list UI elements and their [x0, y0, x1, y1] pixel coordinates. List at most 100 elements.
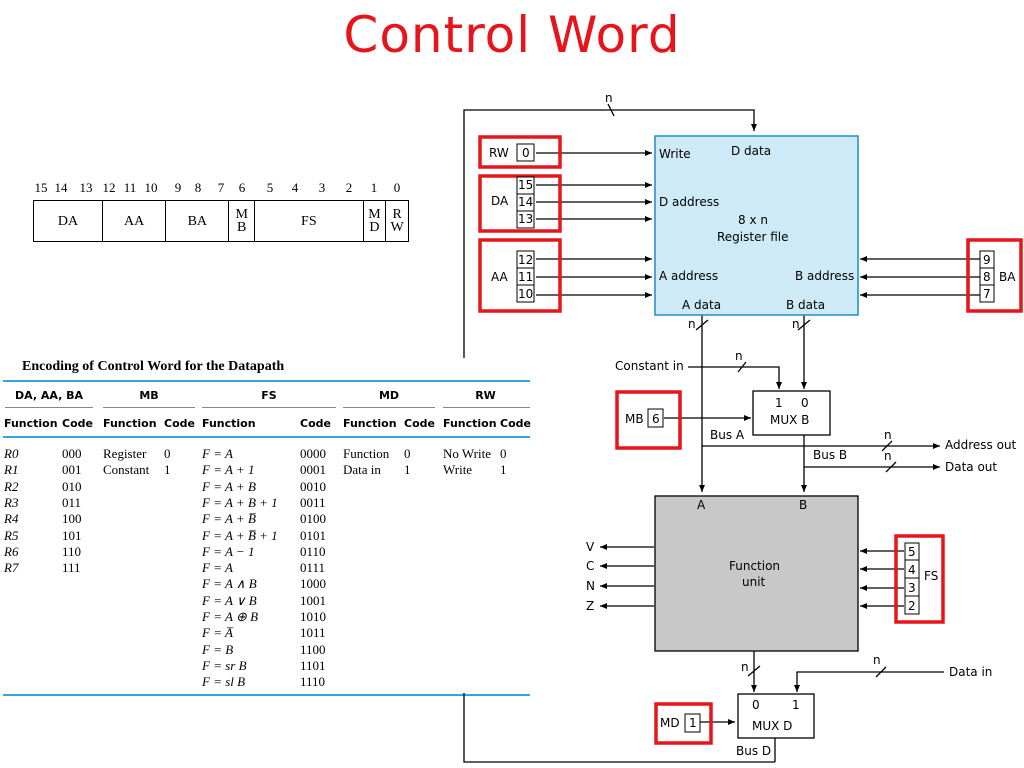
rw-highlight-box — [478, 135, 562, 169]
fs-function-cell: F = A + B̅ + 1 — [202, 527, 278, 543]
md-bit-cell — [684, 713, 701, 733]
group-md: MD — [378, 389, 400, 402]
ba-bit: 8 — [983, 270, 991, 284]
ba-bit: 9 — [983, 253, 991, 267]
rw-code-cell: 0 — [500, 446, 507, 461]
data-in-label: Data in — [949, 665, 992, 679]
fs-function-cell: F = A + B + 1 — [202, 494, 278, 510]
group-da-aa-ba: DA, AA, BA — [15, 389, 83, 402]
fs-function-cell: F = A + B̅ — [202, 511, 256, 527]
fs-function-cell: F = A — [202, 560, 233, 576]
constant-in-label: Constant in — [615, 359, 684, 373]
bit-number: 4 — [291, 180, 299, 195]
fs-bit: 2 — [908, 599, 916, 613]
bus-width-label: n — [688, 317, 696, 331]
group-mb: MB — [139, 389, 159, 402]
ba-bit: 7 — [983, 287, 991, 301]
mb-code-cell: 0 — [164, 446, 171, 461]
bus-width-label: n — [735, 349, 743, 363]
da-function-cell: R4 — [4, 511, 19, 527]
fs-label: FS — [924, 569, 938, 583]
fs-code-cell: 1010 — [300, 609, 326, 624]
da-code-cell: 110 — [62, 543, 82, 559]
ba-label: BA — [999, 270, 1016, 284]
md-code-cell: 1 — [404, 462, 411, 478]
status-n-label: N — [586, 579, 595, 593]
fs-code-cell: 0010 — [300, 478, 326, 494]
col-function: Function — [443, 417, 497, 430]
field-da: DA — [34, 201, 104, 241]
fs-code-cell: 0101 — [300, 527, 326, 543]
function-unit-block — [654, 495, 859, 652]
col-function: Function — [103, 417, 157, 430]
register-file-size: 8 x n — [738, 213, 768, 227]
mb-highlight-box — [615, 390, 682, 450]
fs-code-cell: 0111 — [300, 560, 326, 576]
ba-highlight-box — [966, 238, 1023, 313]
field-ba: BA — [166, 201, 230, 241]
bit-number: 14 — [54, 180, 68, 195]
bus-width-label: n — [884, 449, 892, 463]
col-code: Code — [404, 417, 435, 430]
rw-bit: 0 — [522, 146, 530, 160]
fs-bit: 4 — [908, 563, 916, 577]
rw-function-cell: No Write — [443, 446, 491, 461]
bus-width-label: n — [884, 428, 892, 442]
ba-bit-cell — [979, 250, 995, 303]
bus-width-label: n — [741, 660, 749, 674]
da-function-cell: R1 — [4, 462, 19, 478]
mux-d-input-0: 0 — [752, 698, 760, 712]
da-code-cell: 011 — [62, 494, 82, 510]
address-out-label: Address out — [945, 438, 1017, 452]
data-out-label: Data out — [945, 460, 997, 474]
mb-bit-cell — [647, 408, 664, 428]
md-label: MD — [660, 716, 680, 730]
da-function-cell: R6 — [4, 543, 19, 559]
fs-code-cell: 1101 — [300, 657, 326, 673]
fs-function-cell: F = A − 1 — [202, 543, 255, 559]
table-rule-header — [3, 436, 530, 438]
fs-code-cell: 1110 — [300, 674, 326, 690]
da-code-cell: 001 — [62, 462, 82, 478]
group-rw: RW — [475, 389, 496, 402]
d-data-wire — [463, 109, 757, 358]
bus-width-label: n — [873, 653, 881, 667]
status-z-label: Z — [586, 599, 594, 613]
d-address-label: D address — [659, 195, 719, 209]
write-label: Write — [659, 147, 691, 161]
bus-d-wire — [463, 693, 735, 763]
bit-number: 5 — [266, 180, 274, 195]
function-unit-line1: Function — [729, 559, 780, 573]
bit-number: 6 — [238, 180, 246, 195]
constant-in-wire — [688, 366, 782, 389]
mb-label: MB — [625, 412, 644, 426]
aa-bit: 12 — [518, 253, 533, 267]
mux-b-input-0: 0 — [801, 396, 809, 410]
status-v-label: V — [586, 540, 595, 554]
col-code: Code — [164, 417, 195, 430]
da-function-cell: R5 — [4, 527, 19, 543]
da-bit: 14 — [518, 195, 533, 209]
col-function: Function — [202, 417, 256, 430]
aa-bit-cell — [516, 250, 535, 303]
bit-number: 11 — [123, 180, 137, 195]
fs-code-cell: 0001 — [300, 462, 326, 478]
field-aa: AA — [103, 201, 167, 241]
col-function: Function — [4, 417, 58, 430]
da-function-cell: R3 — [4, 494, 19, 510]
field-fs: FS — [255, 201, 364, 241]
group-fs: FS — [261, 389, 277, 402]
mb-code-cell: 1 — [164, 462, 171, 478]
page-title: Control Word — [343, 6, 681, 64]
da-code-cell: 010 — [62, 478, 82, 494]
aa-bit: 11 — [518, 270, 533, 284]
da-code-cell: 100 — [62, 511, 82, 527]
mux-b-block — [752, 390, 831, 436]
mux-b-input-1: 1 — [775, 396, 783, 410]
fs-bit: 5 — [908, 545, 916, 559]
